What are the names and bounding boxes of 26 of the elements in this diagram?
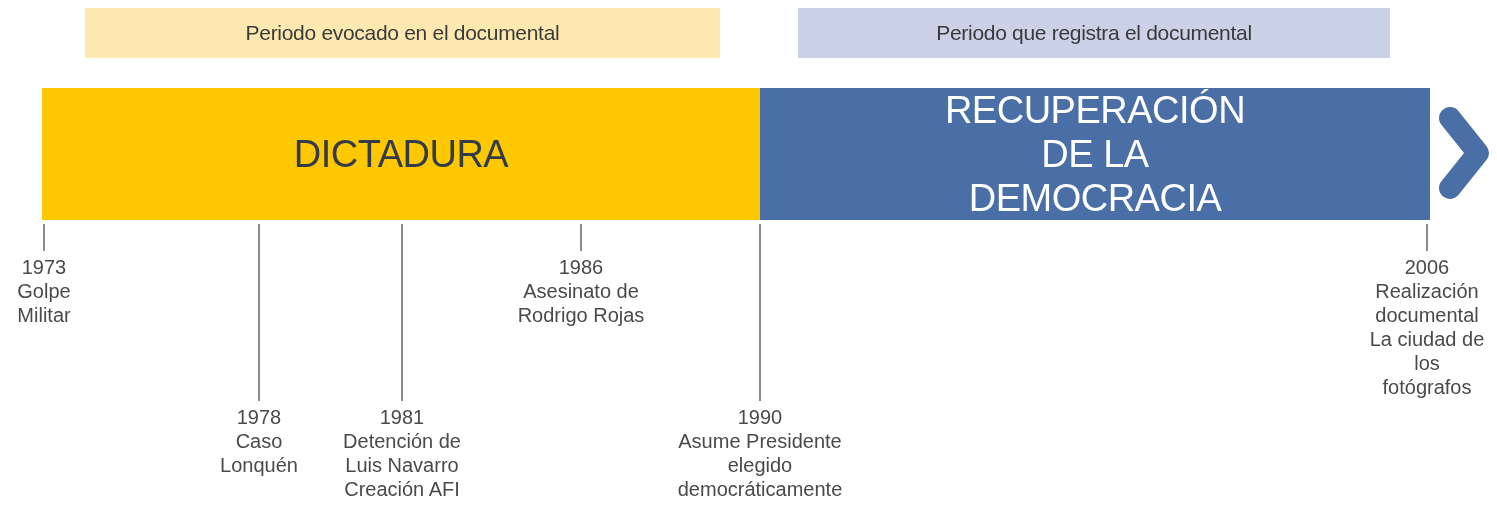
event-description: Caso Lonquén [219, 429, 299, 477]
event-year: 1973 [21, 255, 67, 279]
era-bar [760, 88, 1430, 220]
tick-line [580, 223, 582, 252]
event-description: Realización documental La ciudad de los fotógrafos [1368, 279, 1486, 399]
event-description: Asesinato de Rodrigo Rojas [516, 279, 646, 327]
era-bar [42, 88, 760, 220]
tick-line [401, 223, 403, 402]
event-year: 1990 [737, 405, 783, 429]
tick-line [43, 223, 45, 252]
tick-line [1426, 223, 1428, 252]
event-description: Asume Presidente elegido democráticamente [676, 429, 844, 501]
era-label: RECUPERACIÓN DE LA DEMOCRACIA [943, 88, 1247, 220]
period-band [798, 8, 1390, 58]
event-description: Golpe Militar [16, 279, 72, 327]
tick-line [258, 223, 260, 402]
era-label: DICTADURA [293, 132, 509, 176]
event-year: 2006 [1404, 255, 1450, 279]
event-year: 1986 [558, 255, 604, 279]
event-description: Detención de Luis Navarro Creación AFI [342, 429, 462, 501]
event-year: 1978 [236, 405, 282, 429]
band-label: Periodo que registra el documental [936, 21, 1252, 45]
period-band [85, 8, 720, 58]
event-year: 1981 [379, 405, 425, 429]
tick-line [759, 223, 761, 402]
band-label: Periodo evocado en el documental [245, 21, 560, 45]
